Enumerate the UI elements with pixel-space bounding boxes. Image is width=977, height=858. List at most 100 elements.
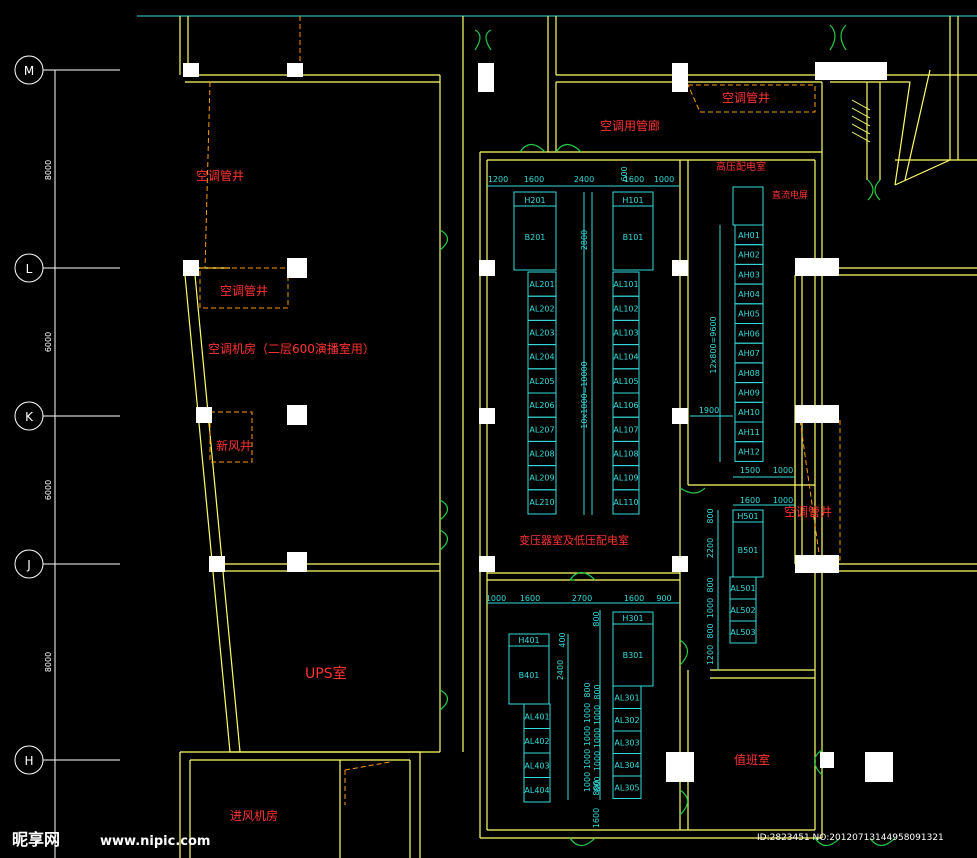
watermark: 昵享网 www.nipic.com ID:2823451 NO:20120713… xyxy=(12,830,944,849)
al5-label-0: AL501 xyxy=(730,584,755,593)
dim-mid-a-0: 800 xyxy=(583,682,592,697)
columns xyxy=(183,62,893,782)
cab-h201: H201 xyxy=(524,196,545,205)
al2-label-5: AL206 xyxy=(529,401,554,410)
ah-label-2: AH03 xyxy=(738,270,760,279)
ah-label-5: AH06 xyxy=(738,329,760,338)
al3-label-2: AL303 xyxy=(614,738,639,747)
axis-label-m: M xyxy=(24,64,34,78)
cab-b501: B501 xyxy=(738,546,759,555)
dim-mid-a-2: 1000 xyxy=(583,726,592,746)
watermark-url: www.nipic.com xyxy=(100,834,210,849)
al3-label-4: AL305 xyxy=(614,783,639,792)
dim-v2400: 2400 xyxy=(556,660,565,680)
dim-v800s-0: 800 xyxy=(706,577,715,592)
axis-label-h: H xyxy=(24,754,33,768)
al1-label-2: AL103 xyxy=(613,329,638,338)
group-b501: H501 B501 xyxy=(732,509,764,578)
cab-b201: B201 xyxy=(525,233,546,242)
walls xyxy=(179,16,977,858)
label-transformer-room: 变压器室及低压配电室 xyxy=(519,533,629,547)
ah-label-8: AH09 xyxy=(738,388,760,397)
axis-label-l: L xyxy=(26,262,33,276)
dim-1600: 1600 xyxy=(740,496,760,505)
room-labels: 空调管井 空调用管廊 高压配电室 直流电屏 空调管井 空调管井 空调机房（二层6… xyxy=(196,90,832,823)
dim-v1200: 1200 xyxy=(706,645,715,665)
ah-box-11 xyxy=(734,441,764,462)
label-dc-screen: 直流电屏 xyxy=(772,189,808,201)
axis-dim-l-k: 6000 xyxy=(44,332,53,352)
dim-v2800: 2800 xyxy=(580,230,589,250)
dim-v800s-2: 800 xyxy=(706,623,715,638)
al2-label-2: AL203 xyxy=(529,329,554,338)
group-b101: H101 B101 xyxy=(612,191,654,271)
label-hv-room: 高压配电室 xyxy=(716,160,766,173)
al3-label-1: AL302 xyxy=(614,716,639,725)
dim-bot-900: 900 xyxy=(656,594,671,603)
label-fresh-air-shaft: 新风井 xyxy=(216,438,252,453)
dim-v800c: 800 xyxy=(592,780,601,795)
label-intake-fan-room: 进风机房 xyxy=(230,808,278,823)
al1-label-0: AL101 xyxy=(613,280,638,289)
dim-mid-b-4: 800 xyxy=(593,776,602,791)
al1-label-7: AL108 xyxy=(613,450,638,459)
al2-label-8: AL209 xyxy=(529,474,554,483)
al2-column: AL201AL202AL203AL204AL205AL206AL207AL208… xyxy=(527,271,557,515)
grid-axes: M L K J H 8000 6000 6000 8000 xyxy=(14,55,120,858)
label-ac-shaft-top: 空调管井 xyxy=(722,90,770,105)
dim-bot-1600a: 1600 xyxy=(520,594,540,603)
dim-v10x1000: 10x1000=10000 xyxy=(580,361,589,428)
axis-dim-m-l: 8000 xyxy=(44,160,53,180)
dim-bot-1000: 1000 xyxy=(486,594,506,603)
cab-h101: H101 xyxy=(622,196,643,205)
doors xyxy=(439,24,896,847)
axis-label-j: J xyxy=(26,558,31,572)
al2-label-6: AL207 xyxy=(529,425,554,434)
dim-mid-b-3: 1000 xyxy=(593,751,602,771)
al2-label-3: AL204 xyxy=(529,353,554,362)
group-b301: H301 B301 xyxy=(612,611,654,687)
dim-top-600: 600 xyxy=(620,166,629,181)
al2-label-7: AL208 xyxy=(529,450,554,459)
al2-box-9 xyxy=(527,489,557,515)
ah-column: AH01AH02AH03AH04AH05AH06AH07AH08AH09AH10… xyxy=(734,224,764,462)
watermark-logo: 昵享网 xyxy=(12,830,60,849)
dim-top-2400: 2400 xyxy=(574,175,594,184)
label-ac-shaft-right: 空调管井 xyxy=(784,504,832,519)
al2-label-0: AL201 xyxy=(529,280,554,289)
ah-label-10: AH11 xyxy=(738,428,760,437)
label-ac-corridor: 空调用管廊 xyxy=(600,118,660,133)
al1-label-1: AL102 xyxy=(613,304,638,313)
dim-v800b: 800 xyxy=(592,611,601,626)
al3-box-4 xyxy=(612,775,642,799)
group-b201: H201 B201 xyxy=(513,191,557,271)
al1-label-9: AL110 xyxy=(613,498,638,507)
dim-top-1000: 1000 xyxy=(654,175,674,184)
al1-label-8: AL109 xyxy=(613,474,638,483)
label-ac-shaft-top-left: 空调管井 xyxy=(196,168,244,183)
cab-b401: B401 xyxy=(519,671,540,680)
dim-v12x800: 12x800=9600 xyxy=(709,316,718,373)
stair-hatch xyxy=(851,99,871,143)
dim-mid-a-4: 1000 xyxy=(583,772,592,792)
group-b401: H401 B401 xyxy=(508,633,550,705)
al3-label-3: AL304 xyxy=(614,761,639,770)
cab-h301: H301 xyxy=(622,614,643,623)
dim-v2200: 2200 xyxy=(706,538,715,558)
dim-mid-b-1: 1000 xyxy=(593,705,602,725)
al5-label-2: AL503 xyxy=(730,628,755,637)
dim-mid-a-1: 1000 xyxy=(583,703,592,723)
al2-label-9: AL210 xyxy=(529,498,554,507)
ah-header-box xyxy=(732,186,764,226)
dim-bot-1600b: 1600 xyxy=(624,594,644,603)
ah-label-3: AH04 xyxy=(738,290,760,299)
dim-bot-2700: 2700 xyxy=(572,594,592,603)
dim-texts: 1200 1600 2400 1600 1000 600 2800 10x100… xyxy=(486,166,793,828)
ah-label-7: AH08 xyxy=(738,369,760,378)
ah-label-1: AH02 xyxy=(738,251,760,260)
